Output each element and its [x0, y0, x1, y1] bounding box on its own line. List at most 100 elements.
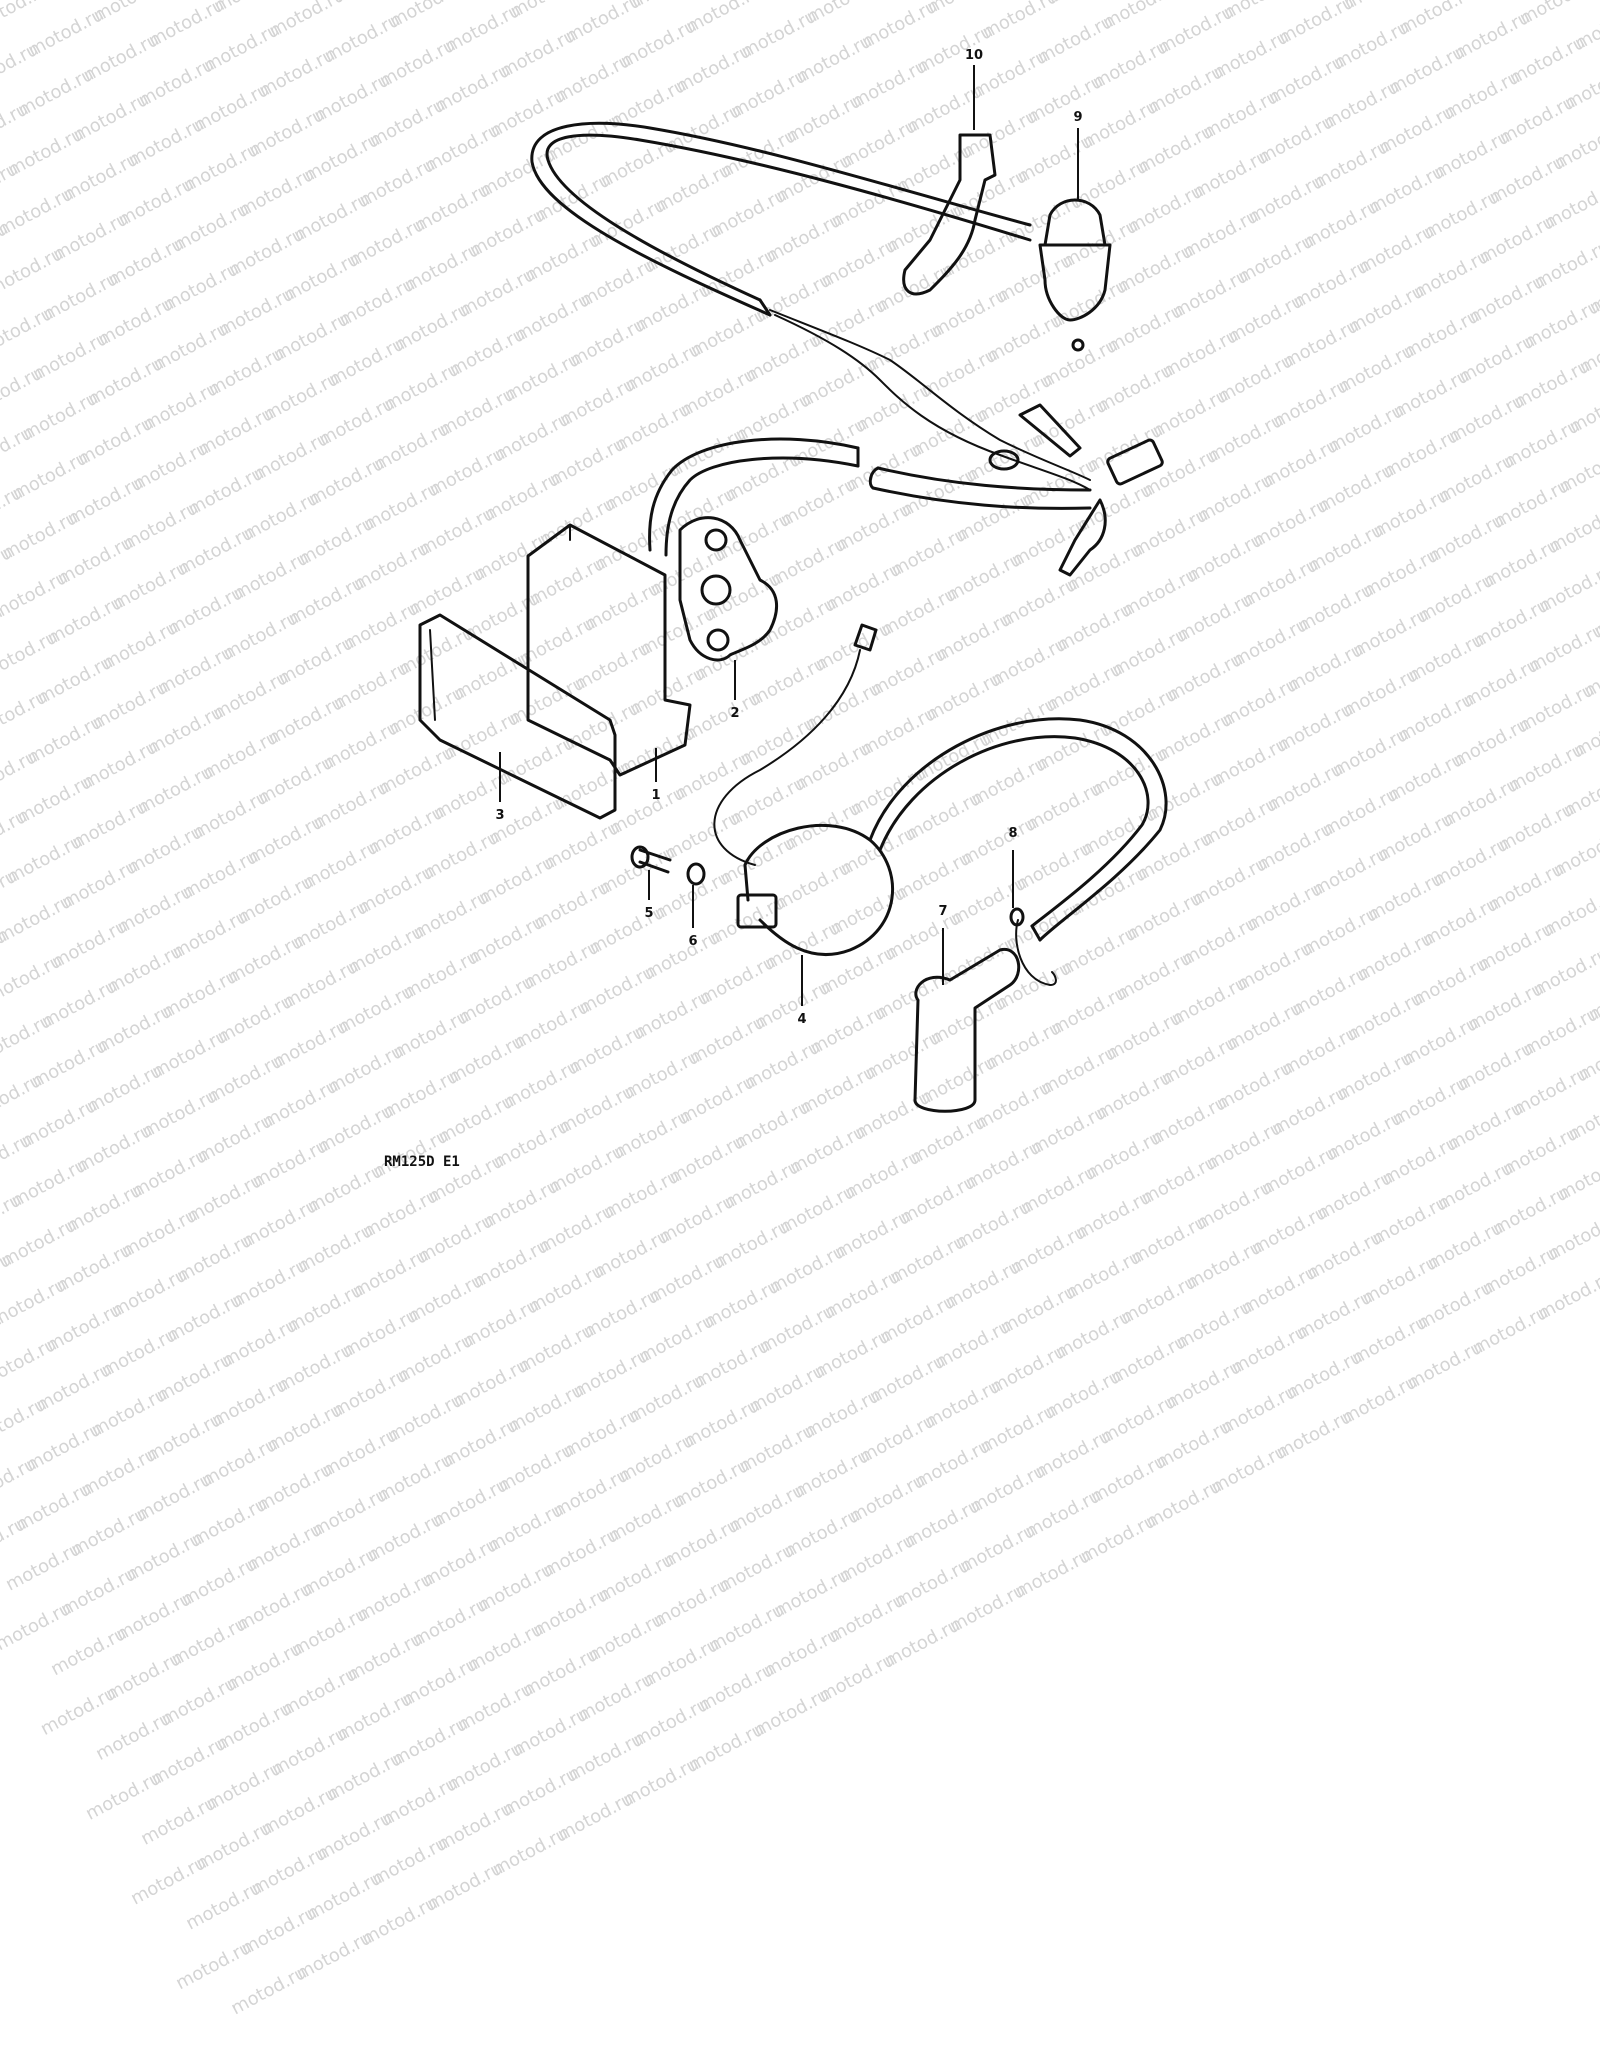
watermark-text: motod.ru [725, 1484, 800, 1537]
watermark-text: motod.ru [736, 1424, 811, 1477]
watermark-text: motod.ru [660, 1518, 735, 1571]
watermark-text: motod.ru [560, 1409, 635, 1462]
watermark-text: motod.ru [1032, 1430, 1107, 1483]
watermark-text: motod.ru [470, 1239, 545, 1292]
watermark-text: motod.ru [143, 1413, 218, 1466]
watermark-text: motod.ru [172, 1941, 247, 1994]
watermark-text: motod.ru [590, 1229, 665, 1282]
watermark-text: motod.ru [258, 1787, 333, 1840]
watermark-text: motod.ru [680, 1399, 755, 1452]
watermark-text: motod.ru [449, 1359, 524, 1412]
watermark-text: motod.ru [439, 1418, 514, 1471]
watermark-text: motod.ru [1404, 1341, 1479, 1394]
watermark-text: motod.ru [464, 1623, 539, 1676]
watermark-text: motod.ru [1238, 1266, 1313, 1319]
watermark-text: motod.ru [701, 1279, 776, 1332]
watermark-text: motod.ru [1107, 1335, 1182, 1388]
watermark-text: motod.ru [319, 1428, 394, 1481]
watermark-text: motod.ru [564, 1732, 639, 1785]
watermark-text: motod.ru [434, 1802, 509, 1855]
watermark-text: motod.ru [173, 1234, 248, 1287]
watermark-text: motod.ru [635, 1314, 710, 1367]
callout-1: 1 [651, 788, 660, 803]
watermark-text: motod.ru [620, 1758, 695, 1811]
watermark-text: motod.ru [715, 1544, 790, 1597]
engine-stop-switch [1040, 200, 1110, 350]
watermark-text: motod.ru [1424, 1221, 1499, 1274]
watermark-text: motod.ru [349, 1249, 424, 1302]
callout-3: 3 [495, 808, 504, 823]
watermark-text: motod.ru [1228, 1325, 1303, 1378]
watermark-text: motod.ru [1163, 1360, 1238, 1413]
watermark-text: motod.ru [831, 1210, 906, 1263]
watermark-text: motod.ru [148, 1737, 223, 1790]
watermark-text: motod.ru [454, 1682, 529, 1735]
watermark-text: motod.ru [133, 1473, 208, 1526]
watermark-text: motod.ru [219, 1318, 294, 1371]
watermark-text: motod.ru [113, 1592, 188, 1645]
watermark-text: motod.ru [881, 1619, 956, 1672]
watermark-text: motod.ru [595, 1553, 670, 1606]
watermark-text: motod.ru [0, 1218, 73, 1271]
watermark-text: motod.ru [650, 1578, 725, 1631]
watermark-text: motod.ru [389, 1717, 464, 1770]
watermark-text: motod.ru [670, 1459, 745, 1512]
watermark-text: motod.ru [640, 1638, 715, 1691]
watermark-text: motod.ru [1283, 1350, 1358, 1403]
watermark-text: motod.ru [329, 1368, 404, 1421]
watermark-text: motod.ru [691, 1339, 766, 1392]
watermark-text: motod.ru [580, 1289, 655, 1342]
watermark-text: motod.ru [921, 1380, 996, 1433]
watermark-text: motod.ru [1469, 1306, 1544, 1359]
watermark-text: motod.ru [705, 1603, 780, 1656]
watermark-text: motod.ru [444, 1742, 519, 1795]
watermark-text: motod.ru [248, 1846, 323, 1899]
watermark-text: motod.ru [570, 1349, 645, 1402]
watermark-text: motod.ru [309, 1488, 384, 1541]
watermark-text: motod.ru [379, 1777, 454, 1830]
watermark-text: motod.ru [368, 1837, 443, 1890]
bolt [632, 847, 670, 872]
watermark-text: motod.ru [1338, 1375, 1413, 1428]
watermark-text: motod.ru [630, 1698, 705, 1751]
watermark-text: motod.ru [198, 1438, 273, 1491]
watermark-text: motod.ru [213, 1702, 288, 1755]
watermark-text: motod.ru [82, 1771, 157, 1824]
watermark-text: motod.ru [1087, 1455, 1162, 1508]
watermark-text: motod.ru [43, 1303, 118, 1356]
watermark-text: motod.ru [509, 1707, 584, 1760]
watermark-text: motod.ru [374, 1453, 449, 1506]
watermark-text: motod.ru [540, 1528, 615, 1581]
watermark-text: motod.ru [429, 1478, 504, 1531]
watermark-text: motod.ru [1152, 1420, 1227, 1473]
watermark-text: motod.ru [484, 1503, 559, 1556]
watermark-text: motod.ru [876, 1295, 951, 1348]
watermark-text: motod.ru [364, 1513, 439, 1566]
watermark-text: motod.ru [153, 1353, 228, 1406]
watermark-text: motod.ru [203, 1762, 278, 1815]
watermark-text: motod.ru [554, 1792, 629, 1845]
watermark-text: motod.ru [645, 1254, 720, 1307]
watermark-text: motod.ru [997, 1285, 1072, 1338]
watermark-text: motod.ru [1062, 1250, 1137, 1303]
watermark-text: motod.ru [88, 1388, 163, 1441]
watermark-text: motod.ru [987, 1345, 1062, 1398]
callout-5: 5 [644, 906, 653, 921]
watermark-text: motod.ru [188, 1498, 263, 1551]
watermark-text: motod.ru [535, 1204, 610, 1257]
watermark-text: motod.ru [78, 1448, 153, 1501]
watermark-text: motod.ru [0, 1457, 32, 1510]
watermark-text: motod.ru [158, 1677, 233, 1730]
watermark-text: motod.ru [489, 1827, 564, 1880]
watermark-text: motod.ru [1248, 1206, 1323, 1259]
watermark-text: motod.ru [229, 1259, 304, 1312]
watermark-text: motod.ru [23, 1423, 98, 1476]
watermark-text: motod.ru [1369, 1196, 1444, 1249]
callout-10: 10 [965, 48, 983, 63]
watermark-text: motod.ru [656, 1195, 731, 1248]
watermark-text: motod.ru [932, 1320, 1007, 1373]
watermark-text: motod.ru [1118, 1275, 1193, 1328]
watermark-text: motod.ru [550, 1468, 625, 1521]
watermark-text: motod.ru [183, 1881, 258, 1934]
watermark-text: motod.ru [354, 1573, 429, 1626]
